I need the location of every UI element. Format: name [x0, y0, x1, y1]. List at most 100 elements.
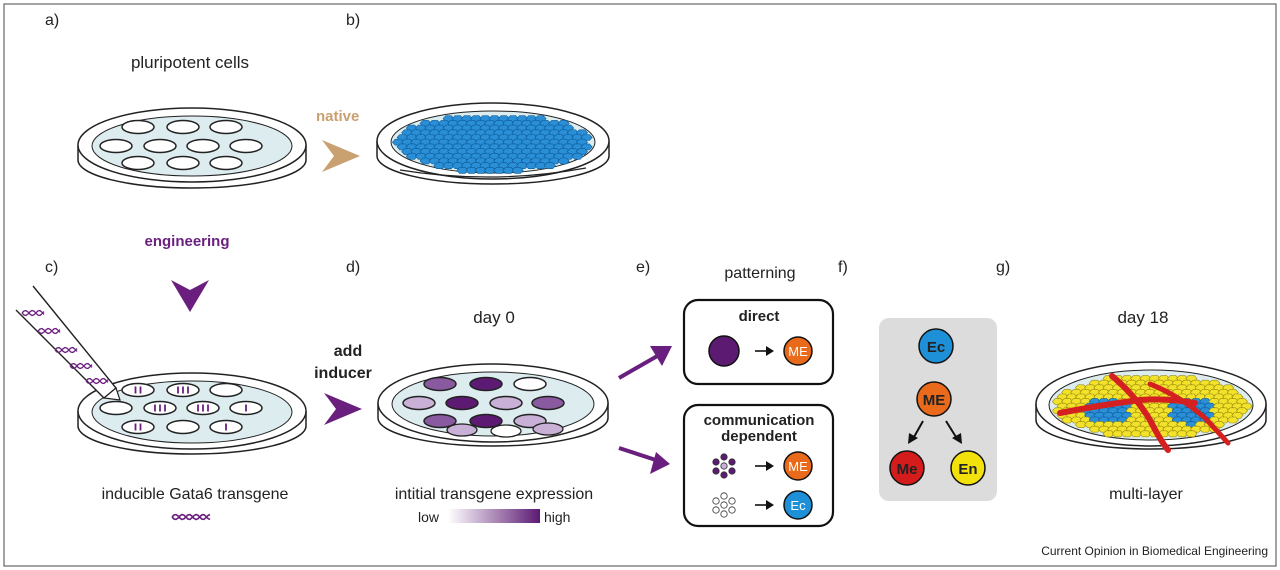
ec-lineage-cell — [918, 328, 954, 364]
epithelial-cell — [502, 167, 515, 174]
expression-cell — [402, 395, 436, 411]
day18-title: day 18 — [1117, 308, 1168, 327]
expression-cell — [490, 424, 522, 438]
expression-cell — [445, 395, 479, 411]
epithelial-cell — [456, 167, 469, 174]
me-cell-comm — [783, 451, 813, 481]
comm-arrow-2-head — [766, 500, 774, 510]
tissue-cell — [1074, 421, 1088, 428]
dish-day18 — [1035, 361, 1267, 453]
me-to-en-arrow-shaft — [945, 420, 957, 438]
panel-e-letter: e) — [636, 259, 650, 276]
pluripotent-cell — [121, 119, 155, 135]
high-label: high — [544, 509, 570, 525]
mesoderm-cell — [889, 450, 925, 486]
add-label: add — [334, 343, 362, 360]
epithelial-cell — [534, 162, 547, 169]
expression-cell — [423, 413, 457, 429]
endoderm-cell — [950, 450, 986, 486]
pluripotent-cell-group — [99, 119, 263, 171]
transfected-cell — [99, 400, 133, 416]
dna-strand-icon — [21, 309, 45, 317]
cluster-cell — [712, 458, 720, 466]
ec-cell-comm-label: Ec — [790, 498, 806, 513]
pluripotent-cell — [166, 119, 200, 135]
transfected-cell — [209, 382, 243, 398]
me-cell-direct-label: ME — [788, 344, 808, 359]
epithelial-cell — [419, 157, 432, 165]
high-expression-cell — [708, 335, 740, 367]
dna-strand-icon — [54, 346, 78, 354]
epithelial-cell — [525, 162, 538, 169]
dish-transfected — [77, 372, 307, 455]
me-cell-comm-label: ME — [788, 459, 808, 474]
tissue-cell — [1166, 430, 1180, 438]
direct-arrow-head — [766, 346, 774, 356]
epithelial-cell — [465, 167, 478, 174]
journal-credit: Current Opinion in Biomedical Engineerin… — [1041, 544, 1268, 558]
panel-a-letter: a) — [45, 12, 59, 29]
mesoderm-strands — [1057, 373, 1231, 453]
me-cell-direct — [783, 336, 813, 366]
epithelial-cell — [543, 162, 556, 169]
comm-arrow-1-head — [766, 461, 774, 471]
tissue-cell — [1088, 425, 1101, 433]
expression-cell — [489, 395, 523, 411]
dish-pluripotent — [77, 107, 307, 189]
endoderm-label: En — [958, 461, 977, 478]
dna-legend-icon — [171, 513, 211, 521]
epithelial-cell — [405, 153, 418, 160]
patterning-title: patterning — [724, 265, 795, 282]
inducer-label: inducer — [314, 365, 372, 382]
transfected-cell — [121, 382, 155, 398]
epithelial-cell — [483, 167, 497, 174]
pluripotent-cell — [166, 155, 200, 171]
pluripotent-cell — [209, 119, 243, 135]
inducible-transgene-label: inducible Gata6 transgene — [102, 486, 289, 503]
tissue-cell — [1199, 425, 1212, 433]
expression-gradient-bar — [448, 509, 540, 523]
expression-cell — [469, 413, 503, 429]
pluripotent-cell — [186, 138, 220, 154]
epithelial-cell — [493, 167, 506, 174]
cluster-cell — [720, 492, 728, 500]
native-label: native — [316, 108, 359, 125]
day0-title: day 0 — [473, 308, 515, 327]
dish-native — [376, 102, 610, 185]
cluster-cell — [728, 497, 736, 505]
tissue-cell — [1226, 416, 1239, 424]
dna-strand-icons — [21, 309, 109, 385]
pluripotent-cells-title: pluripotent cells — [131, 53, 249, 72]
me-lineage-cell — [916, 381, 952, 417]
expression-cell — [469, 376, 503, 392]
engineering-arrow — [171, 280, 209, 312]
pluripotent-cell — [209, 155, 243, 171]
native-epithelium-hexes — [391, 115, 593, 174]
tissue-cell — [1120, 430, 1134, 438]
initial-expression-label: intitial transgene expression — [395, 486, 593, 503]
ec-cell-comm — [783, 490, 813, 520]
tissue-cell — [1111, 430, 1124, 438]
cluster-cell — [728, 506, 736, 514]
pluripotent-cell — [229, 138, 263, 154]
pipette — [15, 285, 121, 401]
epithelial-cell — [571, 153, 584, 160]
multi-layer-label: multi-layer — [1109, 486, 1183, 503]
dna-strand-icon — [85, 377, 109, 385]
panel-g-letter: g) — [996, 259, 1010, 276]
tissue-cell — [1185, 430, 1198, 438]
epithelial-cell — [557, 157, 570, 165]
expression-cell — [423, 376, 457, 392]
cluster-cell — [712, 497, 720, 505]
ec-lineage-label: Ec — [927, 339, 945, 356]
tissue-cell — [1102, 430, 1115, 438]
purple-cell-cluster — [712, 453, 736, 479]
panel-b-letter: b) — [346, 12, 360, 29]
tissue-cell — [1139, 430, 1152, 438]
communication-label: communication — [704, 412, 815, 429]
expression-cell — [446, 423, 478, 437]
dna-strand-icon — [69, 362, 93, 370]
pluripotent-cell — [121, 155, 155, 171]
transfected-cell-group — [99, 382, 263, 435]
